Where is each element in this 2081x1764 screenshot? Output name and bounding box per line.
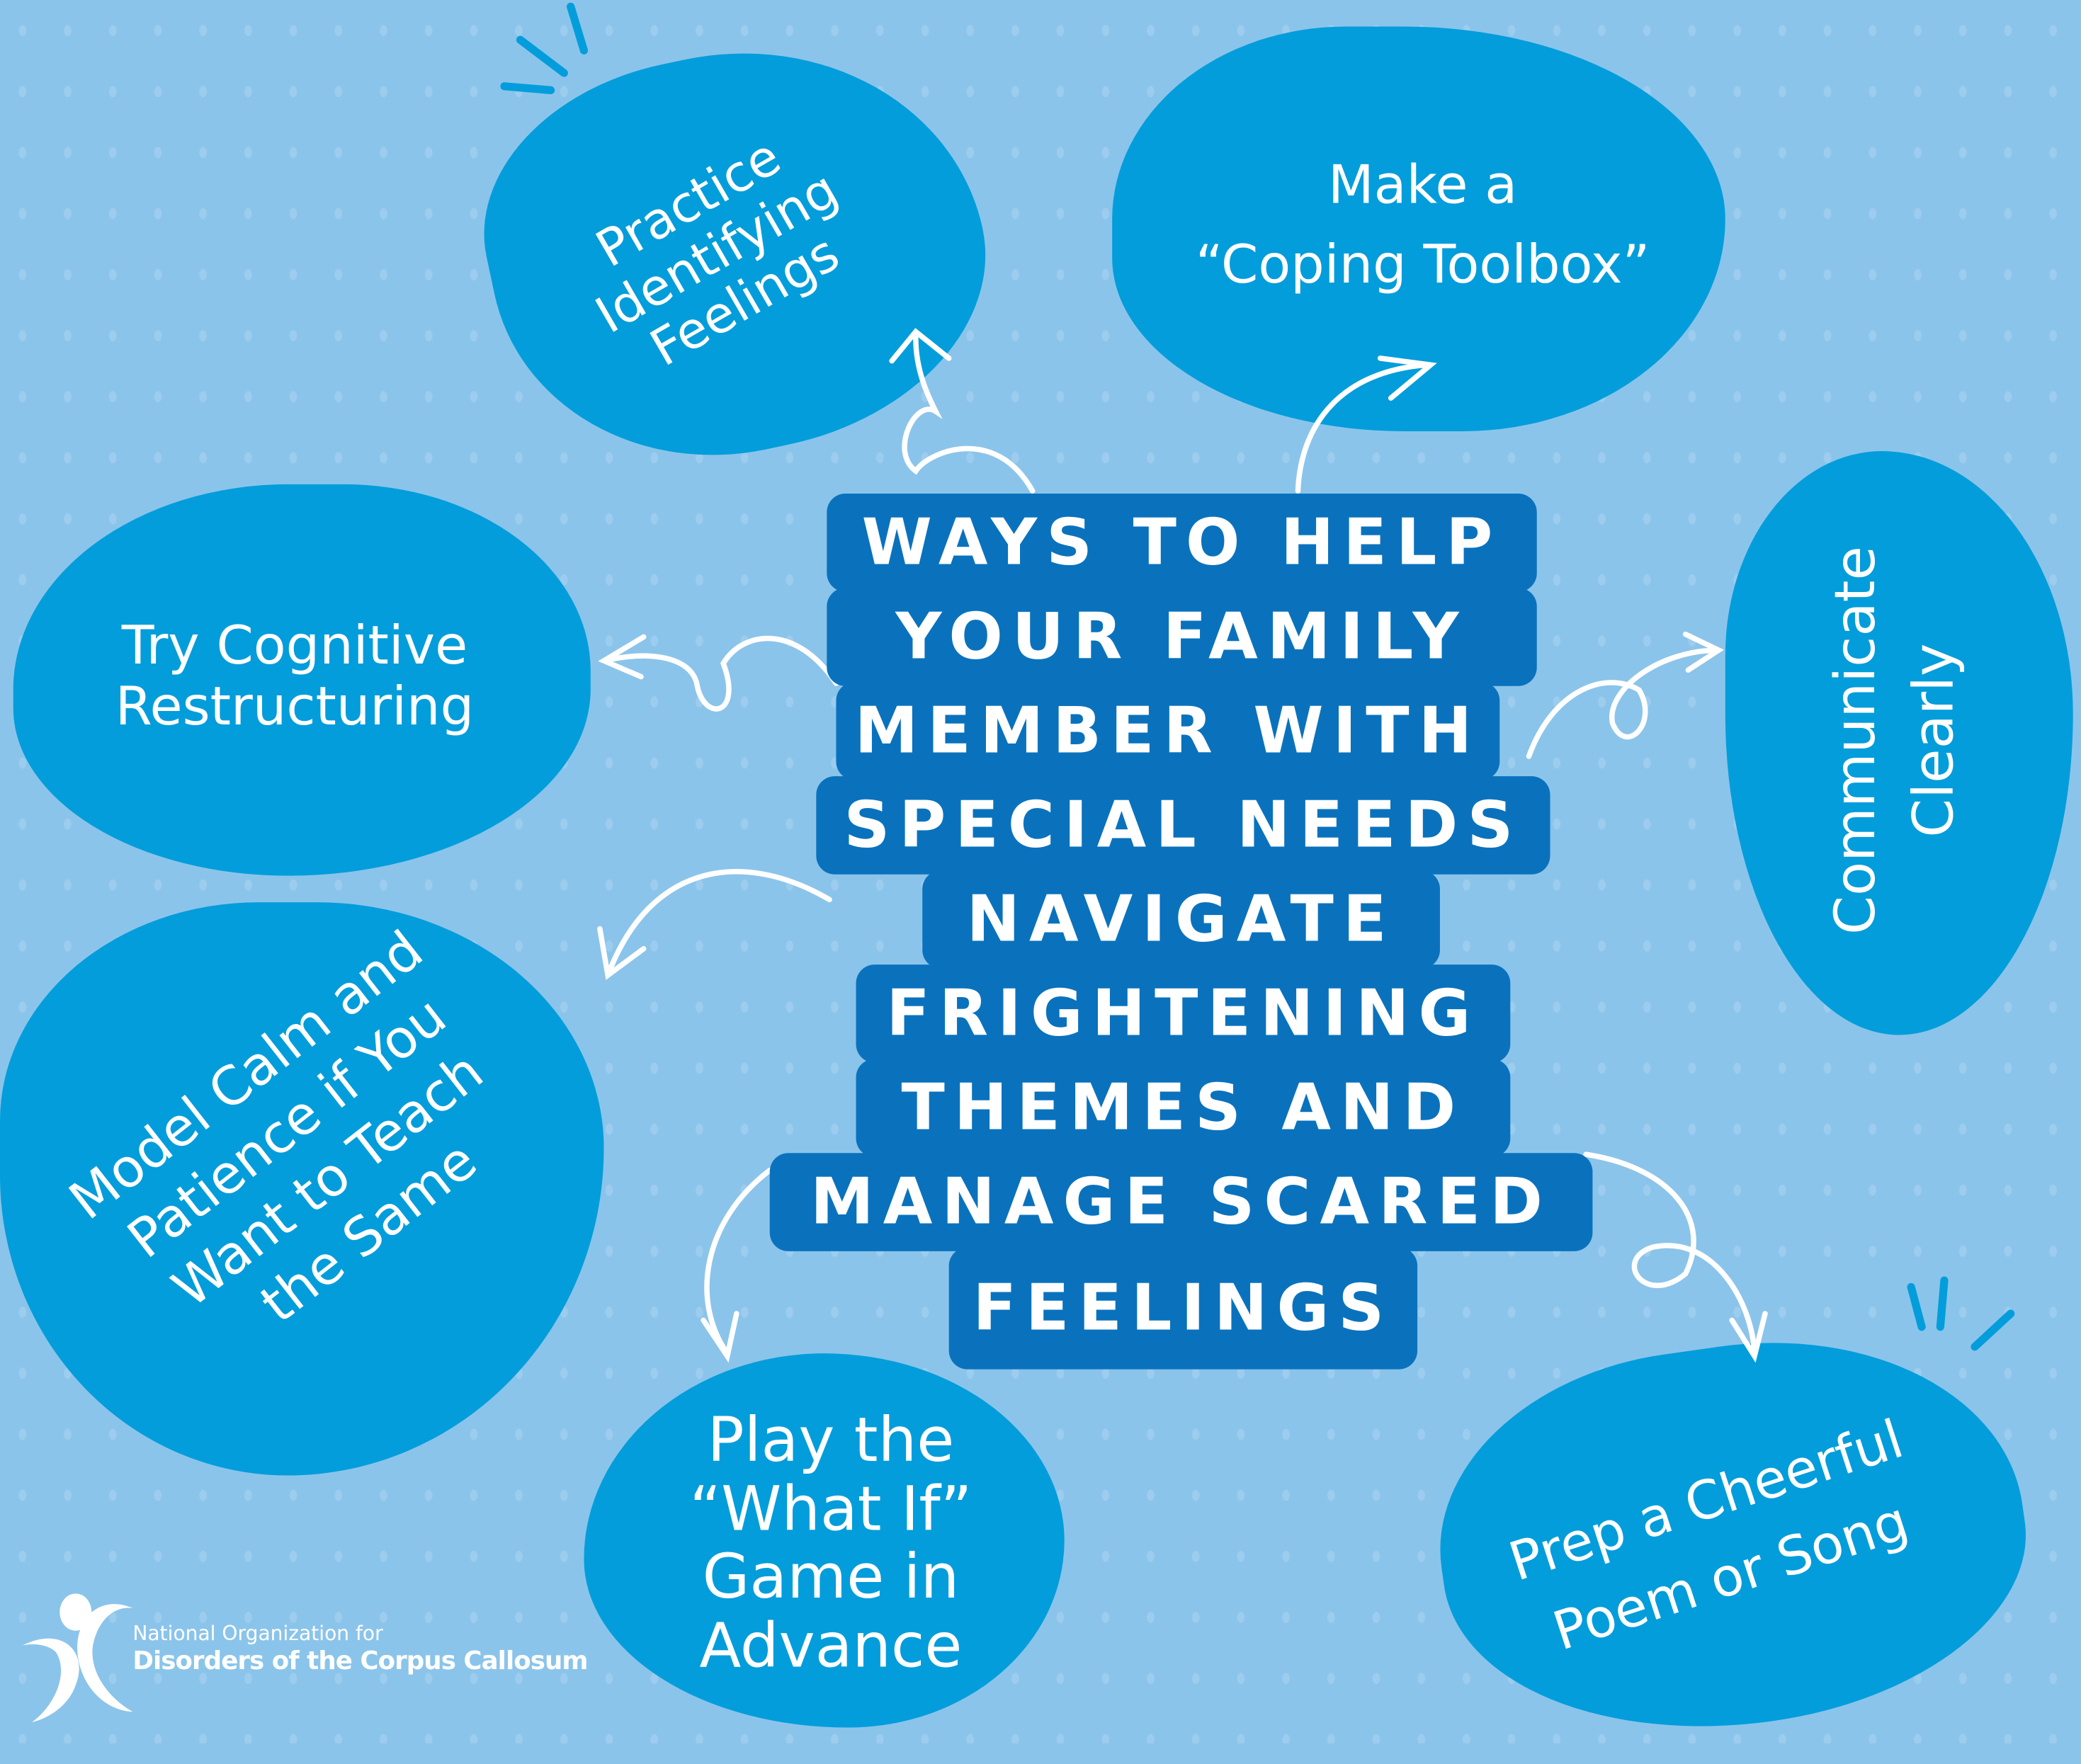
arrow-play xyxy=(701,1167,773,1363)
arrow-communicate xyxy=(1526,631,1725,759)
blob-communicate xyxy=(1725,451,2073,1035)
title-line: FRIGHTENING xyxy=(856,964,1511,1063)
tip-line: Communicate xyxy=(1822,546,1888,935)
tip-line: Play the xyxy=(707,1404,955,1476)
arrow-model xyxy=(597,869,832,980)
title-line: SPECIAL NEEDS xyxy=(816,776,1550,875)
tip-line: “What If” xyxy=(689,1472,973,1544)
arrow-cognitive xyxy=(598,634,839,712)
tip-communicate: Communicate Clearly xyxy=(1817,546,1973,935)
logo-line1: National Organization for xyxy=(132,1621,383,1646)
title-line: THEMES AND xyxy=(856,1059,1511,1157)
arrow-practice xyxy=(889,328,1036,494)
tip-coping: Make a “Coping Toolbox” xyxy=(1196,146,1650,305)
tip-line: Advance xyxy=(699,1608,963,1681)
tip-line: Game in xyxy=(702,1540,960,1612)
sparkle-bottom xyxy=(1907,1276,2015,1351)
title-line: YOUR FAMILY xyxy=(827,588,1537,686)
tip-cognitive: Try Cognitive Restructuring xyxy=(115,615,474,737)
tip-line: Clearly xyxy=(1900,643,1966,838)
title-line: MANAGE SCARED xyxy=(769,1153,1593,1251)
blob-play xyxy=(584,1353,1065,1728)
tip-play: Play the “What If” Game in Advance xyxy=(689,1406,972,1680)
arrow-prep xyxy=(1583,1151,1768,1363)
tip-line: “Coping Toolbox” xyxy=(1195,234,1650,296)
nodcc-logo-icon xyxy=(22,1593,133,1723)
title-line: NAVIGATE xyxy=(922,870,1440,969)
title-line: FEELINGS xyxy=(948,1247,1418,1370)
tip-line: Restructuring xyxy=(115,676,475,738)
title-line: WAYS TO HELP xyxy=(827,494,1537,592)
blob-cognitive xyxy=(13,484,591,876)
tip-line: Try Cognitive xyxy=(121,615,468,677)
tip-line: Make a xyxy=(1328,155,1518,217)
blob-model xyxy=(0,902,604,1476)
arrow-coping xyxy=(1295,355,1437,494)
sparkle-top xyxy=(500,2,589,95)
title-line: MEMBER WITH xyxy=(836,682,1500,780)
logo-line2: Disorders of the Corpus Callosum xyxy=(132,1646,588,1676)
